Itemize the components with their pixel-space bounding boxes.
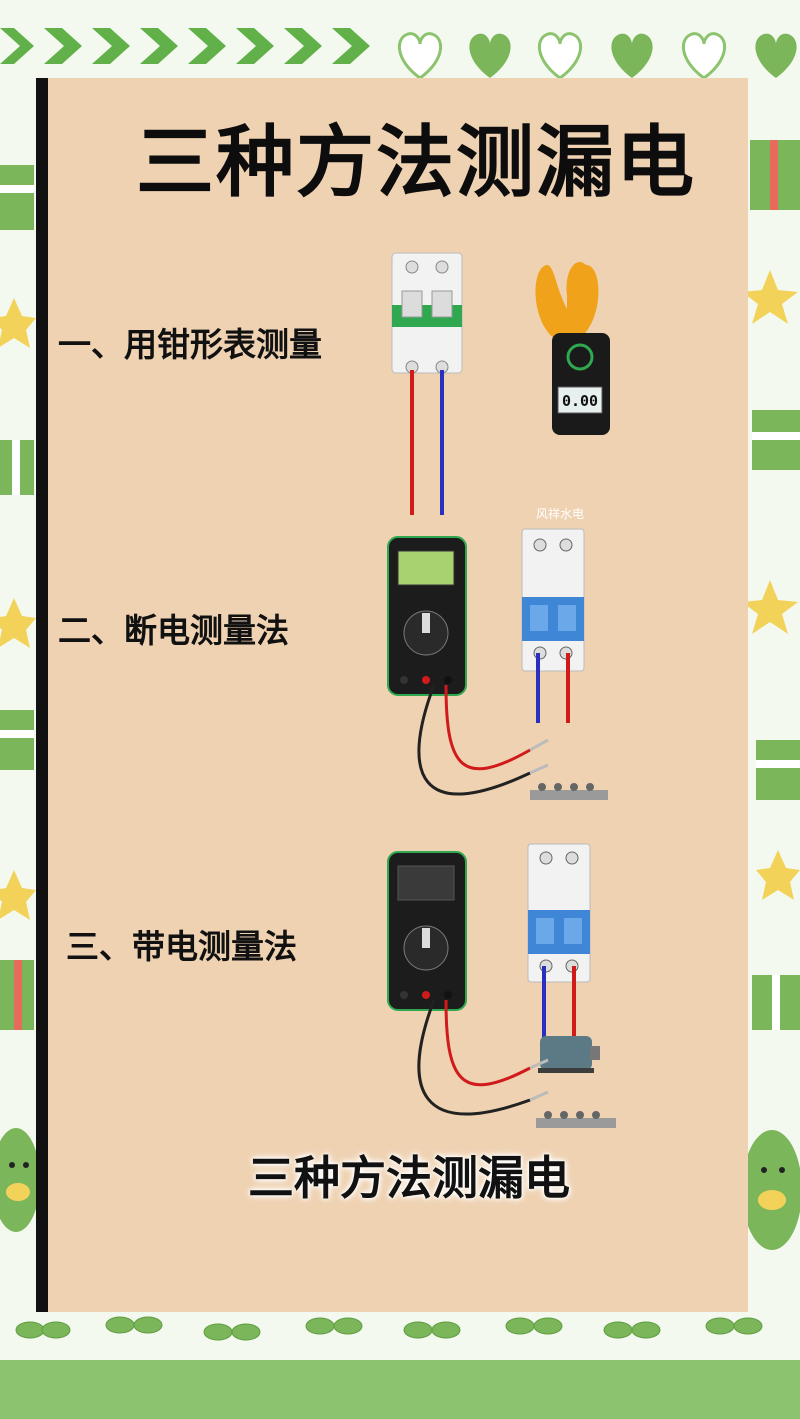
black-test-lead: [417, 684, 531, 796]
terminal-block-icon: [530, 783, 608, 800]
gift-icon-right: [750, 140, 800, 1030]
method-label-power-off: 二、断电测量法: [58, 611, 289, 650]
sprout-row: [0, 1316, 800, 1419]
chevron-row: [0, 28, 370, 64]
probe-tip: [529, 1058, 549, 1070]
gift-icon-left: [0, 165, 34, 1030]
multimeter-icon: [387, 851, 467, 1011]
red-test-lead: [444, 999, 531, 1087]
method-label-clamp: 一、用钳形表测量: [58, 325, 322, 364]
multimeter-icon: [387, 536, 467, 696]
black-test-lead: [417, 999, 531, 1116]
motor-icon: [538, 1036, 600, 1073]
circuit-breaker-icon: [521, 528, 585, 672]
clamp-meter-icon: 0.00: [535, 261, 610, 435]
diagram-live-method: [387, 843, 616, 1128]
watermark: 风祥水电: [536, 507, 585, 521]
probe-tip: [529, 738, 549, 752]
bean-character-icon: [0, 1128, 800, 1250]
probe-tip: [529, 1090, 549, 1102]
terminal-block-icon: [536, 1111, 616, 1128]
bottom-title: 三种方法测漏电: [248, 1151, 570, 1205]
probe-tip: [529, 763, 549, 775]
heart-row: [397, 32, 797, 80]
method-label-live: 三、带电测量法: [66, 927, 297, 966]
page-title: 三种方法测漏电: [136, 118, 697, 208]
red-test-lead: [444, 684, 531, 771]
clamp-meter-display: 0.00: [562, 392, 598, 410]
circuit-breaker-icon: [527, 843, 591, 983]
star-icon: [0, 270, 800, 920]
diagram-power-off-method: [387, 528, 608, 800]
circuit-breaker-icon: [391, 252, 463, 374]
diagram-clamp-method: 0.00: [391, 252, 610, 515]
